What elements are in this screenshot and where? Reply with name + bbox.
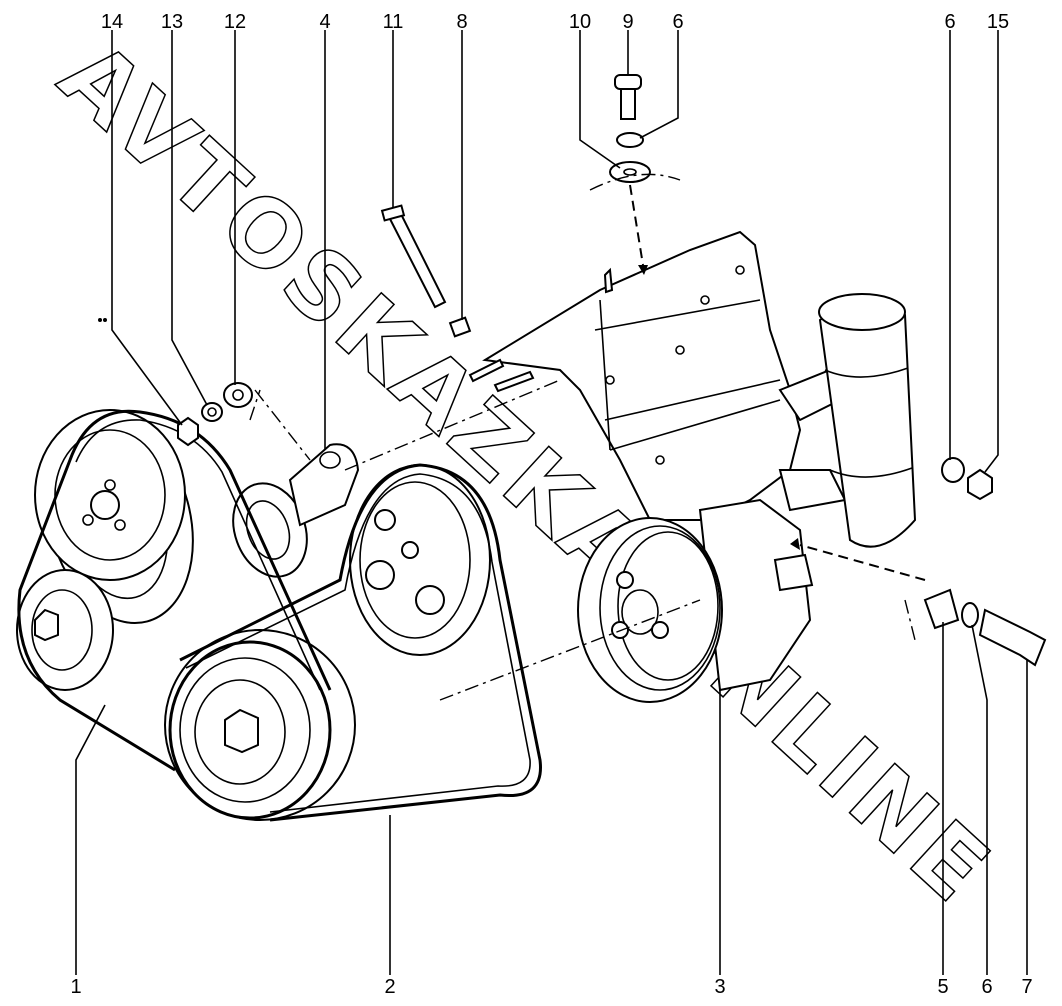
callout-6-bottom: 6 — [981, 976, 992, 998]
callout-6-right: 6 — [944, 11, 955, 33]
callout-10: 10 — [569, 11, 591, 33]
callout-6-top: 6 — [672, 11, 683, 33]
assembly-lines — [249, 173, 926, 701]
callout-5: 5 — [937, 976, 948, 998]
leader-lines — [75, 30, 1028, 975]
engine-pulleys — [16, 318, 491, 821]
callout-4: 4 — [319, 11, 330, 33]
callout-15: 15 — [987, 11, 1009, 33]
callout-12: 12 — [224, 11, 246, 33]
belt-1 — [17, 409, 332, 772]
fasteners — [177, 74, 1047, 667]
callout-2: 2 — [384, 976, 395, 998]
arrowhead-icon — [638, 265, 648, 275]
belt-2 — [179, 463, 542, 822]
bottom-callouts: 1 2 3 5 6 7 — [70, 976, 1032, 998]
callout-1: 1 — [70, 976, 81, 998]
top-callouts: 14 13 12 4 11 8 10 9 6 6 15 — [101, 11, 1009, 33]
callout-11: 11 — [383, 11, 404, 33]
callout-13: 13 — [161, 11, 183, 33]
callout-7: 7 — [1021, 976, 1032, 998]
callout-9: 9 — [622, 11, 633, 33]
callout-3: 3 — [714, 976, 725, 998]
callout-8: 8 — [456, 11, 467, 33]
callout-14: 14 — [101, 11, 123, 33]
reservoir — [818, 293, 917, 548]
pump-bracket — [468, 230, 847, 521]
arrowhead-icon — [790, 538, 800, 550]
